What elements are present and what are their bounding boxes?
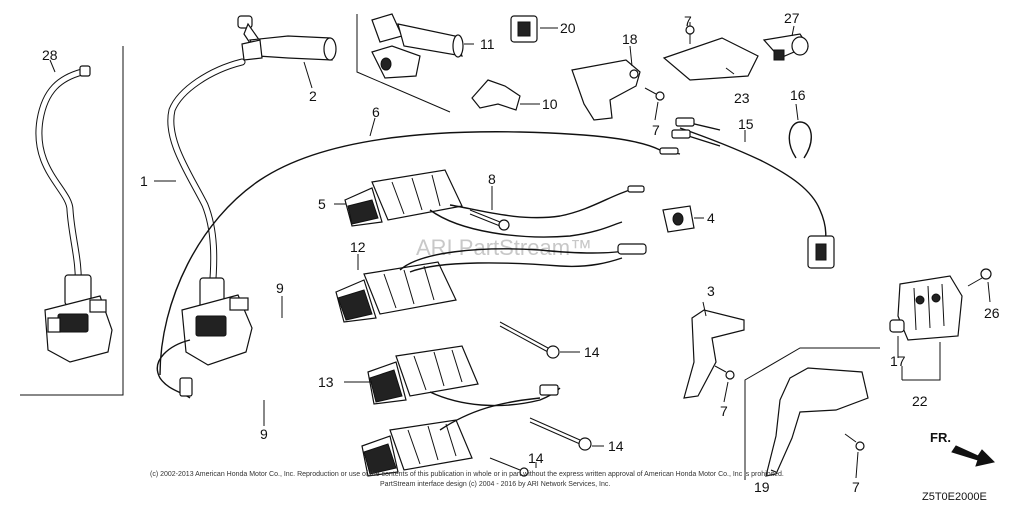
- callout-17[interactable]: 17: [890, 353, 906, 369]
- plug-cap-11: [371, 13, 464, 79]
- bracket-3: [683, 309, 745, 399]
- bracket-18-hole: [629, 69, 639, 79]
- plate-23: [662, 37, 759, 81]
- callout-3[interactable]: 3: [707, 283, 715, 299]
- callout-8[interactable]: 8: [488, 171, 496, 187]
- callout-16[interactable]: 16: [790, 87, 806, 103]
- exciter-coil-12: [335, 243, 647, 323]
- callout-9-upper[interactable]: 9: [276, 280, 284, 296]
- callout-15[interactable]: 15: [738, 116, 754, 132]
- group-frame-28: [20, 46, 124, 396]
- callout-1[interactable]: 1: [140, 173, 148, 189]
- diagram-code: Z5T0E2000E: [922, 491, 987, 503]
- leader-lines: [49, 22, 991, 479]
- callout-4[interactable]: 4: [707, 210, 715, 226]
- callout-13[interactable]: 13: [318, 374, 334, 390]
- wire-harness-15: [671, 117, 835, 269]
- bolt-8: [469, 209, 510, 231]
- callout-2[interactable]: 2: [309, 88, 317, 104]
- callout-6[interactable]: 6: [372, 104, 380, 120]
- screw-7c: [714, 365, 735, 380]
- copyright-text-line2: PartStream interface design (c) 2004 - 2…: [380, 481, 610, 488]
- charge-coil-5: [344, 169, 645, 238]
- band-16: [788, 121, 812, 159]
- plug-cap-2: [237, 15, 337, 61]
- callout-7-mid[interactable]: 7: [720, 403, 728, 419]
- collar-17: [889, 319, 905, 333]
- callout-7-bracket[interactable]: 7: [652, 122, 660, 138]
- callout-18[interactable]: 18: [622, 31, 638, 47]
- grommet-4: [662, 205, 695, 233]
- callout-27[interactable]: 27: [784, 10, 800, 26]
- callout-14-lower[interactable]: 14: [608, 438, 624, 454]
- exciter-coil-13: [361, 345, 561, 477]
- callout-9-lower[interactable]: 9: [260, 426, 268, 442]
- callout-19[interactable]: 19: [754, 479, 770, 495]
- direction-label: FR.: [930, 430, 951, 445]
- bracket-18: [571, 59, 641, 121]
- callout-7-bottom[interactable]: 7: [852, 479, 860, 495]
- callout-5[interactable]: 5: [318, 196, 326, 212]
- grommet-20: [510, 15, 538, 43]
- group-frame-11: [356, 14, 451, 113]
- bracket-19: [765, 367, 869, 477]
- screw-7d: [844, 433, 865, 451]
- callout-28[interactable]: 28: [42, 47, 58, 63]
- callout-11[interactable]: 11: [480, 36, 495, 52]
- terminal-block-22: [897, 275, 963, 341]
- callout-14-upper[interactable]: 14: [584, 344, 600, 360]
- ignition-coil-1: [156, 58, 253, 399]
- bolt-14a: [499, 321, 560, 359]
- group-frame-19: [744, 347, 880, 480]
- callout-7-top[interactable]: 7: [684, 13, 692, 29]
- front-direction-indicator: FR.: [930, 430, 995, 467]
- callout-22[interactable]: 22: [912, 393, 928, 409]
- callout-26[interactable]: 26: [984, 305, 1000, 321]
- wire-6: [159, 131, 681, 376]
- wire-terminal-6: [659, 147, 679, 155]
- callout-23[interactable]: 23: [734, 90, 750, 106]
- arrow-icon: [951, 445, 995, 467]
- screw-26: [967, 268, 992, 287]
- callout-14-small[interactable]: 14: [528, 450, 544, 466]
- callout-10[interactable]: 10: [542, 96, 558, 112]
- screw-7b: [644, 87, 665, 101]
- copyright-text: (c) 2002-2013 American Honda Motor Co., …: [150, 471, 784, 478]
- callout-12[interactable]: 12: [350, 239, 366, 255]
- bolt-14c: [489, 457, 529, 477]
- callout-20[interactable]: 20: [560, 20, 576, 36]
- clamp-27: [762, 33, 809, 61]
- bolt-14b: [529, 417, 592, 451]
- ignition-coil-28: [35, 65, 113, 363]
- clip-10: [471, 79, 521, 111]
- watermark: ARI PartStream™: [416, 235, 592, 260]
